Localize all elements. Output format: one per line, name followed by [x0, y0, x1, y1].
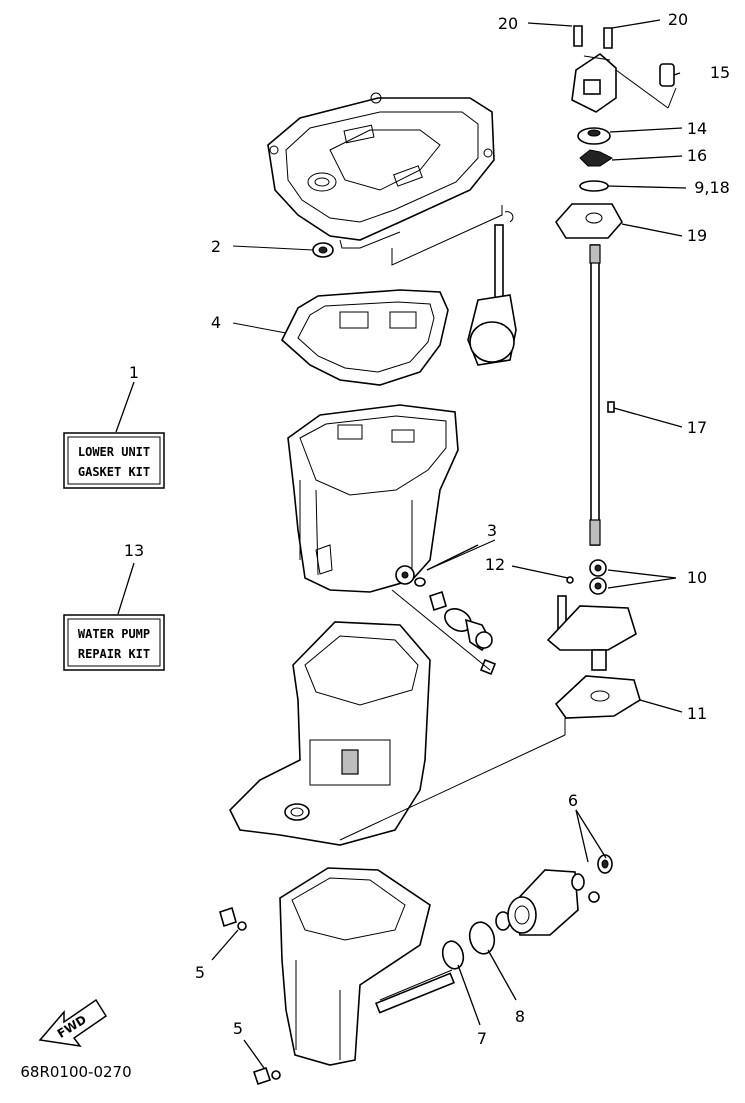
- callout-10: 10: [687, 568, 707, 587]
- callout-19: 19: [687, 226, 707, 245]
- callout-14: 14: [687, 119, 707, 138]
- upper-drive-shaft: [467, 224, 517, 366]
- water-pump-kit-line1: WATER PUMP: [78, 627, 150, 641]
- gasket-kit-line1: LOWER UNIT: [78, 445, 150, 459]
- callout-12: 12: [485, 555, 505, 574]
- upper-casing: [267, 92, 495, 249]
- leader-lines: [115, 19, 687, 1069]
- o-ring-7: [441, 940, 465, 970]
- callout-20b: 20: [668, 10, 688, 29]
- water-pump-kit-box: WATER PUMP REPAIR KIT: [63, 614, 165, 671]
- insert-cartridge: [577, 127, 611, 145]
- oil-seals-10: [589, 559, 607, 595]
- drive-shaft: [589, 244, 601, 546]
- o-ring-9-18: [579, 180, 609, 192]
- callout-6: 6: [568, 791, 578, 810]
- water-pump-bolts: [573, 25, 613, 49]
- propeller-shaft-housing: [495, 854, 613, 936]
- callout-11: 11: [687, 704, 707, 723]
- callout-8: 8: [515, 1007, 525, 1026]
- callout-9-18: 9,18: [694, 178, 730, 197]
- clip: [504, 211, 514, 223]
- water-pump-kit-line2: REPAIR KIT: [78, 647, 150, 661]
- propeller-shaft: [374, 969, 456, 1014]
- oil-seal-housing: [546, 595, 637, 671]
- callout-20a: 20: [498, 14, 518, 33]
- gasket-11: [554, 675, 641, 719]
- woodruff-key: [607, 401, 615, 413]
- o-ring-8: [468, 921, 496, 955]
- pin-12: [566, 576, 574, 584]
- gear-case: [279, 867, 431, 1066]
- callout-17: 17: [687, 418, 707, 437]
- figure-code: 68R0100-0270: [20, 1063, 131, 1081]
- callout-7: 7: [477, 1029, 487, 1048]
- bolt-5a: [219, 906, 247, 931]
- fwd-arrow: FWD: [38, 998, 108, 1048]
- water-inlet-parts: [414, 577, 497, 676]
- callout-1: 1: [129, 363, 139, 382]
- driveshaft-housing: [229, 621, 431, 846]
- callout-4: 4: [211, 313, 221, 332]
- gasket-kit-line2: GASKET KIT: [78, 465, 150, 479]
- callout-5a: 5: [195, 963, 205, 982]
- pump-housing: [571, 52, 617, 113]
- grommet: [615, 63, 677, 109]
- bracket-line: [391, 205, 503, 266]
- gasket-kit-box: LOWER UNIT GASKET KIT: [63, 432, 165, 489]
- callout-16: 16: [687, 146, 707, 165]
- outer-plate-cartridge: [555, 203, 623, 239]
- callout-15: 15: [710, 63, 730, 82]
- callout-5b: 5: [233, 1019, 243, 1038]
- gasket: [281, 289, 449, 386]
- callout-13: 13: [124, 541, 144, 560]
- oil-seal: [312, 242, 334, 258]
- callout-numbers: 20 20 15 14 16 9,18 19 2 4 1 17 3 13 12 …: [124, 10, 730, 1048]
- exhaust-casing: [287, 404, 459, 593]
- impeller: [579, 149, 613, 167]
- callout-2: 2: [211, 237, 221, 256]
- callout-3: 3: [487, 521, 497, 540]
- bolt-5b: [252, 1066, 281, 1086]
